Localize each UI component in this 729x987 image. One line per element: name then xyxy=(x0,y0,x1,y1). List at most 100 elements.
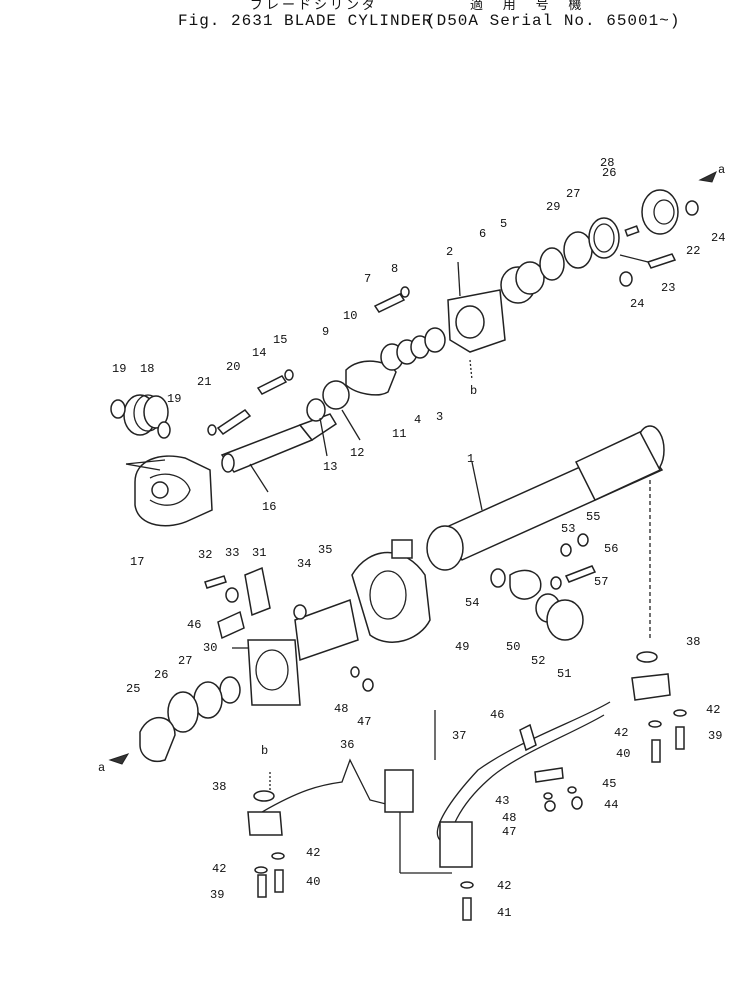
callout-33: 33 xyxy=(225,546,239,560)
ref-a-bottom: a xyxy=(98,761,105,775)
callout-13: 13 xyxy=(323,460,337,474)
callout-50: 50 xyxy=(506,640,520,654)
piston-29 xyxy=(539,247,565,281)
callout-36: 36 xyxy=(340,738,354,752)
piston-18 xyxy=(123,394,169,436)
callout-54: 54 xyxy=(465,596,479,610)
ring-12 xyxy=(322,380,350,410)
bolt-47a xyxy=(362,678,374,692)
bolt-14 xyxy=(256,375,288,395)
callout-49: 49 xyxy=(455,640,469,654)
tube-bracket xyxy=(294,598,359,662)
callout-24a: 24 xyxy=(711,231,725,245)
fitting-55 xyxy=(577,533,589,547)
bolt-44 xyxy=(571,796,583,810)
callout-3: 3 xyxy=(436,410,443,424)
seal-25 xyxy=(139,716,176,762)
callout-53: 53 xyxy=(561,522,575,536)
callout-10: 10 xyxy=(343,309,357,323)
pipe-36 xyxy=(261,758,391,813)
bolt-47b xyxy=(544,800,556,812)
bolt-56 xyxy=(564,565,597,583)
callout-57: 57 xyxy=(594,575,608,589)
leader-lines xyxy=(125,254,651,874)
callout-28: 28 xyxy=(600,156,614,170)
callout-38b: 38 xyxy=(686,635,700,649)
bolt-40b xyxy=(651,739,661,763)
collar-51 xyxy=(546,599,584,641)
callout-25: 25 xyxy=(126,682,140,696)
callout-44: 44 xyxy=(604,798,618,812)
callout-17: 17 xyxy=(130,555,144,569)
callout-26a: 26 xyxy=(602,166,616,180)
clamp-46b xyxy=(519,723,537,752)
clamp-block-36 xyxy=(384,769,414,813)
cylinder-tube-1 xyxy=(426,425,665,571)
oring-38a xyxy=(253,790,275,802)
callout-4: 4 xyxy=(414,413,421,427)
washer-8 xyxy=(400,286,410,298)
ring-19a xyxy=(110,399,126,419)
callout-48a: 48 xyxy=(334,702,348,716)
callout-9: 9 xyxy=(322,325,329,339)
callout-6: 6 xyxy=(479,227,486,241)
callout-47b: 47 xyxy=(502,825,516,839)
clamp-block-37 xyxy=(439,821,473,868)
piston-rod-16 xyxy=(220,413,338,473)
callout-42d: 42 xyxy=(706,703,720,717)
plug-24b xyxy=(619,271,633,287)
bolt-7 xyxy=(373,293,406,313)
pin-28 xyxy=(624,225,640,237)
callout-42c: 42 xyxy=(614,726,628,740)
callout-43: 43 xyxy=(495,794,509,808)
callout-23: 23 xyxy=(661,281,675,295)
callout-39b: 39 xyxy=(708,729,722,743)
japanese-title: ブレードシリンダ xyxy=(250,0,379,13)
nut-30 xyxy=(219,676,241,704)
washer-33 xyxy=(225,587,239,603)
figure-title: Fig. 2631 BLADE CYLINDER xyxy=(178,12,433,30)
callout-42b: 42 xyxy=(306,846,320,860)
ref-a-top: a xyxy=(718,163,725,177)
callout-2: 2 xyxy=(446,245,453,259)
callout-41: 41 xyxy=(497,906,511,920)
callout-22: 22 xyxy=(686,244,700,258)
cap-50 xyxy=(509,569,542,600)
callout-35: 35 xyxy=(318,543,332,557)
cap-9 xyxy=(345,360,397,396)
callout-24b: 24 xyxy=(630,297,644,311)
washer-48b xyxy=(543,792,553,800)
ring-13 xyxy=(306,398,326,422)
arrow-a-top xyxy=(698,170,717,183)
callout-45: 45 xyxy=(602,777,616,791)
callout-labels: 1 2 3 4 5 6 7 8 9 10 11 12 13 14 15 16 1… xyxy=(98,156,725,920)
callout-18: 18 xyxy=(140,362,154,376)
washer-48a xyxy=(350,666,360,678)
callout-47a: 47 xyxy=(357,715,371,729)
washer-45 xyxy=(567,786,577,794)
callout-20: 20 xyxy=(226,360,240,374)
callout-12: 12 xyxy=(350,446,364,460)
callout-40a: 40 xyxy=(306,875,320,889)
plug-24a xyxy=(685,200,699,216)
bolt-39a xyxy=(257,874,267,898)
callout-56: 56 xyxy=(604,542,618,556)
callout-46a: 46 xyxy=(187,618,201,632)
callout-31: 31 xyxy=(252,546,266,560)
arrow-a-bottom xyxy=(108,753,130,765)
bolt-20 xyxy=(216,409,252,435)
ring-19b xyxy=(157,421,171,439)
callout-42e: 42 xyxy=(497,879,511,893)
callout-30: 30 xyxy=(203,641,217,655)
washer-21 xyxy=(207,424,217,436)
japanese-serial-label: 適 用 号 機 xyxy=(470,0,588,13)
callout-29: 29 xyxy=(546,200,560,214)
plate-43 xyxy=(534,767,564,783)
callout-40b: 40 xyxy=(616,747,630,761)
callout-26b: 26 xyxy=(154,668,168,682)
callout-27b: 27 xyxy=(178,654,192,668)
pipe-37 xyxy=(436,701,611,841)
ring-54 xyxy=(490,568,506,588)
callout-19a: 19 xyxy=(112,362,126,376)
